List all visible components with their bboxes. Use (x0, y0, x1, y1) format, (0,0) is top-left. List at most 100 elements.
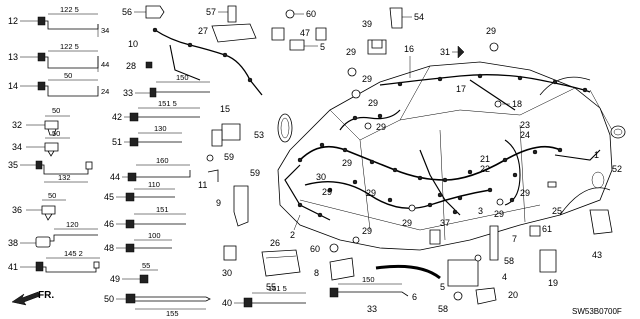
part-20: 20 (475, 287, 518, 305)
label-34: 34 (12, 142, 22, 152)
label-57: 57 (206, 7, 216, 17)
part-38: 38 120 (8, 220, 98, 248)
part-59: 59 59 (206, 152, 260, 178)
part-12: 12 122 5 34 (8, 5, 109, 37)
part-58: 58 58 (438, 254, 514, 314)
label-2: 2 (290, 230, 295, 240)
label-39: 39 (362, 19, 372, 29)
label-18: 18 (512, 99, 522, 109)
label-6: 6 (412, 292, 417, 302)
label-29g: 29 (322, 187, 332, 197)
dim-49: 55 (142, 261, 150, 270)
label-49: 49 (110, 274, 120, 284)
part-13: 13 122 5 44 (8, 42, 109, 72)
label-28: 28 (126, 61, 136, 71)
part-39: 39 (362, 19, 387, 55)
label-22: 22 (480, 164, 490, 174)
dim-13: 122 5 (60, 42, 79, 51)
label-13: 13 (8, 52, 18, 62)
label-61: 61 (542, 224, 552, 234)
part-5-bottom: 5 (440, 282, 445, 292)
label-17: 17 (456, 84, 466, 94)
part-61: 61 (529, 224, 552, 237)
part-28: 28 (126, 61, 153, 71)
label-29c: 29 (486, 26, 496, 36)
part-27: 27 (198, 23, 257, 43)
label-14: 14 (8, 81, 18, 91)
part-29-top-c: 29 (486, 26, 499, 52)
part-9: 9 (216, 185, 249, 227)
dim-40: 151 5 (268, 284, 287, 293)
dim-38: 120 (66, 220, 79, 229)
fr-label: FR. (38, 290, 54, 301)
part-3: 3 (478, 206, 483, 216)
dim-41: 145 2 (64, 249, 83, 258)
dim-42: 151 5 (158, 99, 177, 108)
part-54: 54 (389, 7, 424, 29)
part-53: 53 (254, 113, 293, 143)
dim-51: 130 (154, 124, 167, 133)
label-26: 26 (270, 238, 280, 248)
part-47: 47 (300, 27, 327, 41)
label-29k: 29 (494, 209, 504, 219)
part-33-top: 33 150 (123, 73, 210, 98)
part-30-bottom: 30 (222, 245, 237, 278)
dim-32: 50 (52, 106, 60, 115)
label-60b: 60 (310, 244, 320, 254)
label-50: 50 (104, 294, 114, 304)
part-5-top: 5 (289, 39, 325, 52)
part-29-lower: 29 29 29 29 29 (322, 158, 416, 244)
label-16: 16 (404, 44, 414, 54)
label-29e: 29 (376, 122, 386, 132)
dim-33b: 150 (362, 275, 375, 284)
label-48: 48 (104, 243, 114, 253)
part-50: 50 155 (104, 293, 211, 318)
label-42: 42 (112, 112, 122, 122)
label-21: 21 (480, 154, 490, 164)
label-5b: 5 (440, 282, 445, 292)
part-41: 41 145 2 (8, 249, 100, 273)
dim-48: 100 (148, 231, 161, 240)
part-35: 35 132 (8, 160, 93, 183)
part-18: 18 (494, 99, 522, 109)
label-53: 53 (254, 130, 264, 140)
label-8: 8 (314, 268, 319, 278)
diagram-code: SW53B0700F (572, 307, 622, 316)
dim-12: 122 5 (60, 5, 79, 14)
label-51: 51 (112, 137, 122, 147)
part-17: 17 (456, 84, 466, 94)
label-29b: 29 (362, 74, 372, 84)
part-60-mid: 60 (310, 243, 339, 254)
part-56: 56 (122, 5, 165, 19)
dim-36: 50 (48, 191, 56, 200)
label-35: 35 (8, 160, 18, 170)
part-10-harness: 10 (128, 27, 263, 96)
part-48: 48 100 (104, 231, 172, 253)
label-45: 45 (104, 192, 114, 202)
part-55: 55 (266, 282, 276, 292)
label-47: 47 (300, 28, 310, 38)
label-55: 55 (266, 282, 276, 292)
part-1: 1 (591, 150, 605, 189)
label-33b: 33 (367, 304, 377, 314)
part-29-top-b: 29 (351, 74, 372, 99)
label-52: 52 (612, 164, 622, 174)
label-24: 24 (520, 130, 530, 140)
part-40: 40 151 5 (222, 284, 306, 308)
label-46: 46 (104, 219, 114, 229)
part-43: 43 (589, 209, 613, 260)
label-30a: 30 (316, 172, 326, 182)
label-29h: 29 (366, 188, 376, 198)
dim-46: 151 (156, 205, 169, 214)
label-29f: 29 (342, 158, 352, 168)
label-7: 7 (512, 234, 517, 244)
label-54: 54 (414, 12, 424, 22)
label-59: 59 (224, 152, 234, 162)
part-42: 42 151 5 (112, 99, 200, 122)
part-33-bottom: 150 33 (329, 275, 409, 314)
label-29i: 29 (362, 226, 372, 236)
part-34: 34 50 (12, 129, 70, 157)
label-11: 11 (198, 180, 207, 190)
part-23-24: 23 24 (520, 120, 530, 140)
